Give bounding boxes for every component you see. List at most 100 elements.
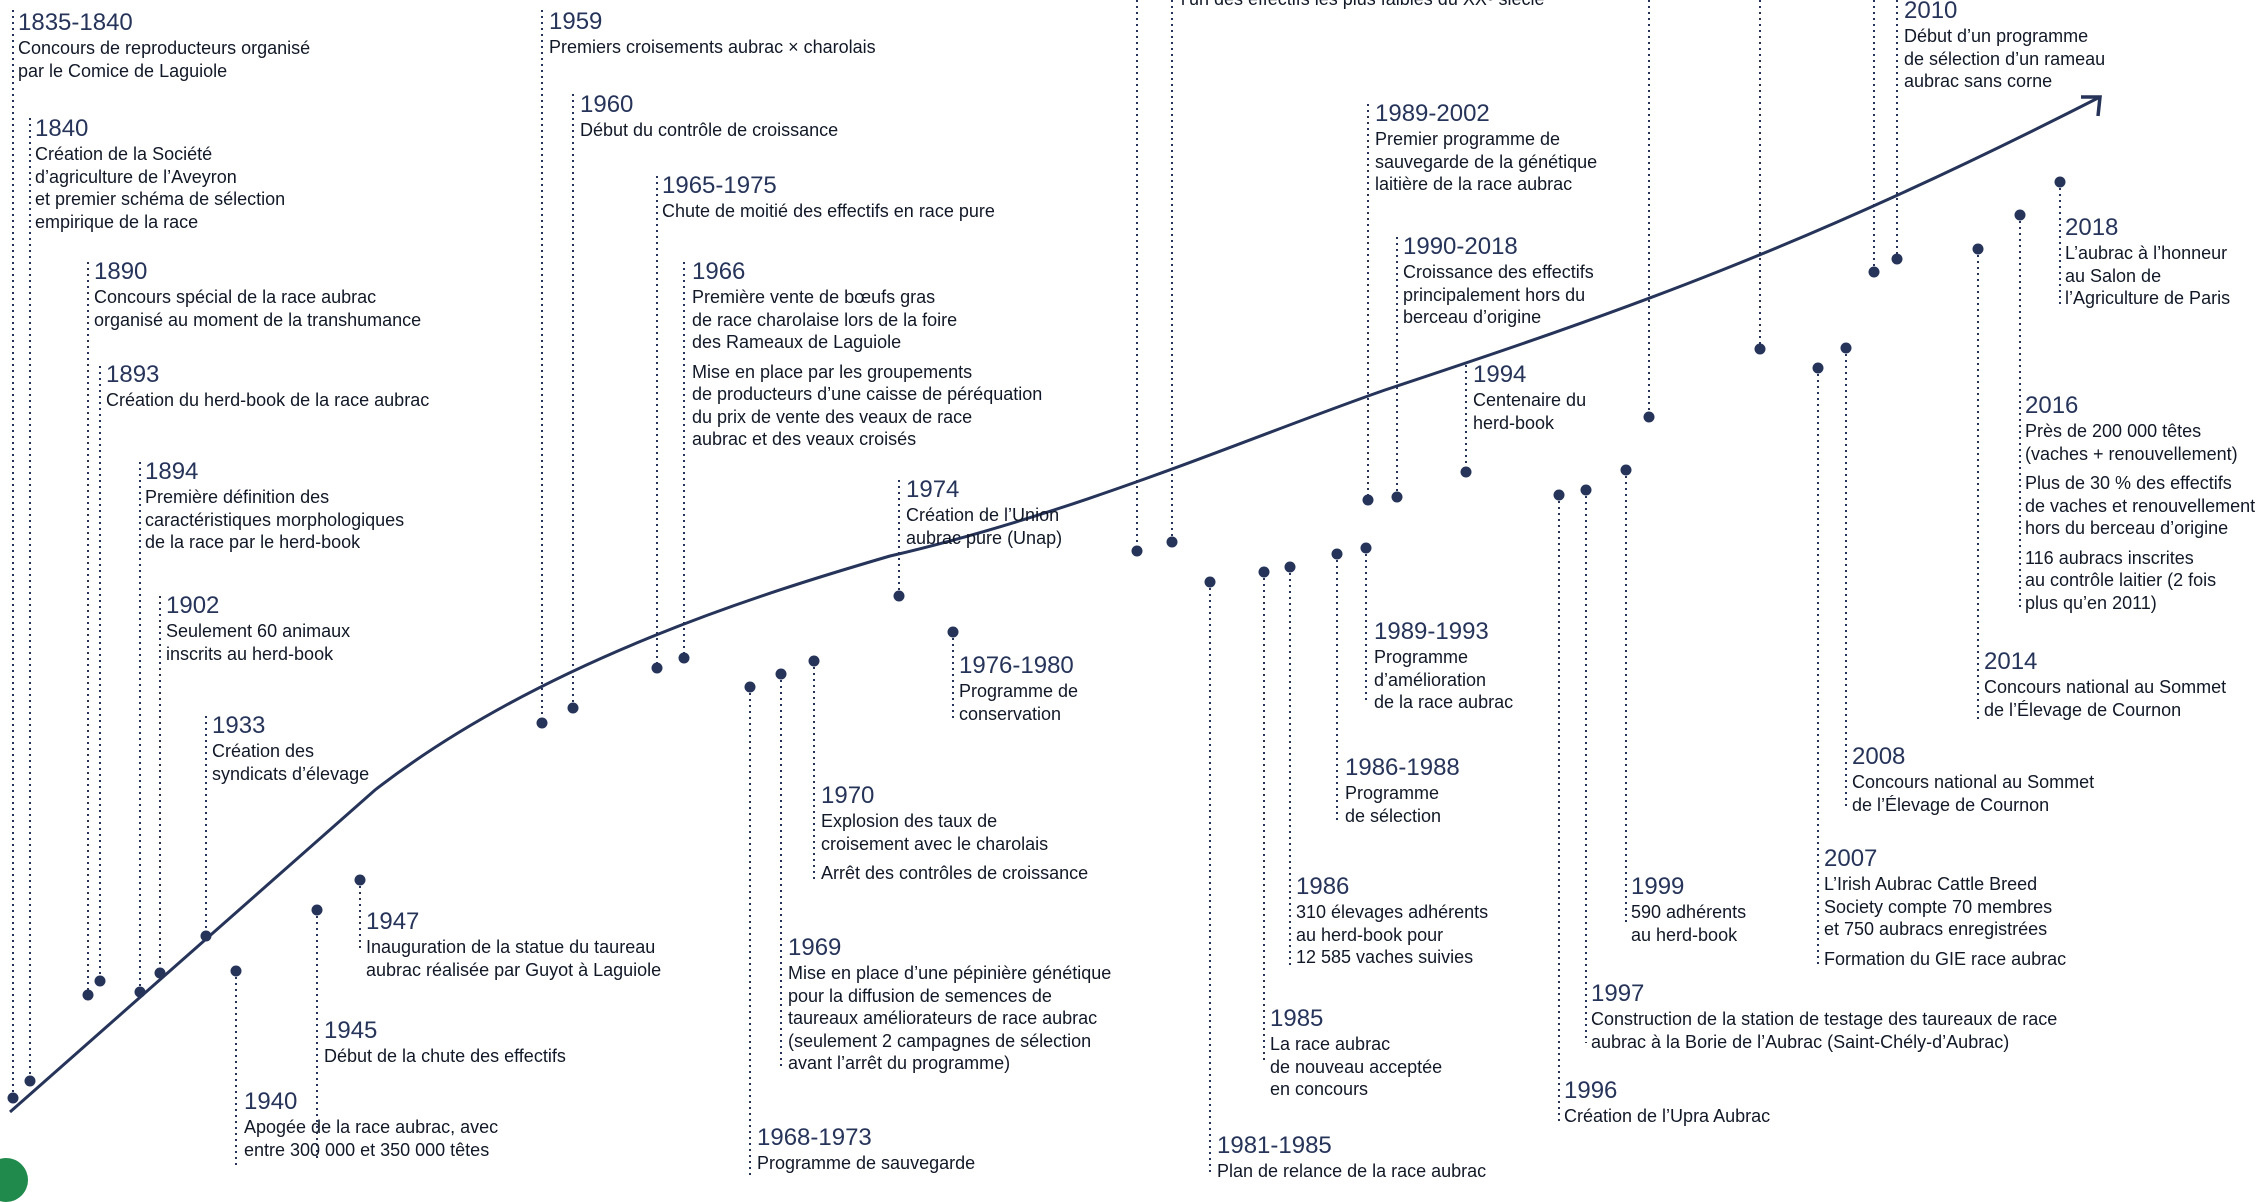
timeline-dot [1258, 566, 1270, 578]
event-text: Création de la Société d’agriculture de … [35, 144, 286, 232]
timeline-event: 1974 Création de l’Union aubrac pure (Un… [906, 476, 1062, 549]
event-year: 1969 [788, 934, 842, 961]
event-text: Concours national au Sommet de l’Élevage… [1984, 677, 2227, 720]
event-year: 1965-1975 [662, 172, 777, 199]
timeline-event: 1969 Mise en place d’une pépinière génét… [788, 934, 1111, 1075]
event-year: 1933 [212, 712, 266, 739]
timeline-dot [651, 662, 663, 674]
event-year: 1894 [145, 458, 199, 485]
event-year: 1835-1840 [18, 9, 133, 36]
event-text: Concours de reproducteurs organisé par l… [18, 38, 311, 81]
timeline-dot [134, 986, 146, 998]
event-text: Création de l’Union aubrac pure (Unap) [906, 505, 1063, 548]
timeline-event: 1976-1980 Programme de conservation [959, 652, 1078, 725]
timeline-event: 1989-1993 Programme d’amélioration de la… [1374, 618, 1513, 714]
timeline-event: 1970 Explosion des taux de croisement av… [821, 782, 1088, 885]
event-year: 1945 [324, 1017, 378, 1044]
timeline-dot [1643, 411, 1655, 423]
event-text: Première définition des caractéristiques… [145, 487, 405, 552]
event-text: Croissance des effectifs principalement … [1403, 262, 1594, 327]
event-year: 1997 [1591, 980, 1645, 1007]
timeline-dot [1812, 362, 1824, 374]
event-year: 1996 [1564, 1077, 1618, 1104]
event-text: Plus de 30 % des effectifs de vaches et … [2025, 473, 2256, 538]
event-year: 1893 [106, 361, 160, 388]
timeline-event: 1894 Première définition des caractérist… [145, 458, 404, 554]
timeline-dot [1360, 542, 1372, 554]
event-text: Seulement 60 animaux inscrits au herd-bo… [166, 621, 351, 664]
event-year: 1986-1988 [1345, 754, 1460, 781]
timeline-dot [567, 702, 579, 714]
event-year: 1970 [821, 782, 875, 809]
timeline-dot [94, 975, 106, 987]
event-text: Début du contrôle de croissance [580, 120, 839, 140]
timeline-event: 2007 L’Irish Aubrac Cattle Breed Society… [1824, 845, 2066, 970]
event-year: 2016 [2025, 392, 2079, 419]
timeline-dot [893, 590, 905, 602]
timeline-dot [1166, 536, 1178, 548]
timeline-dot [200, 930, 212, 942]
timeline-dot [154, 967, 166, 979]
event-year: 1986 [1296, 873, 1350, 900]
event-text: Construction de la station de testage de… [1591, 1009, 2058, 1052]
event-year: 2010 [1904, 0, 1958, 24]
event-text: Inauguration de la statue du taureau aub… [366, 937, 662, 980]
event-year: 1974 [906, 476, 960, 503]
event-text: Près de 200 000 têtes (vaches + renouvel… [2025, 421, 2238, 464]
timeline-event: 1981-1985 Plan de relance de la race aub… [1217, 1132, 1486, 1183]
event-text: L’Irish Aubrac Cattle Breed Society comp… [1824, 874, 2053, 939]
timeline-arrow-icon [2081, 95, 2102, 117]
timeline-dot [1391, 491, 1403, 503]
event-text: Arrêt des contrôles de croissance [821, 863, 1089, 883]
event-year: 1994 [1473, 361, 1527, 388]
timeline-event: 1990-2018 Croissance des effectifs princ… [1403, 233, 1594, 329]
timeline-event: 2018 L’aubrac à l’honneur au Salon de l’… [2065, 214, 2230, 310]
timeline-dot [808, 655, 820, 667]
timeline-curve [9, 95, 2101, 1114]
event-year: 1999 [1631, 873, 1685, 900]
event-year: 1981-1985 [1217, 1132, 1332, 1159]
timeline-dot [24, 1075, 36, 1087]
event-year: 1985 [1270, 1005, 1324, 1032]
event-text: Création de l’Upra Aubrac [1564, 1106, 1771, 1126]
event-text: l’un des effectifs les plus faibles du X… [1181, 0, 1545, 11]
event-year: 1976-1980 [959, 652, 1074, 679]
event-year: 1890 [94, 258, 148, 285]
timeline-dot [354, 874, 366, 886]
event-text: Explosion des taux de croisement avec le… [821, 811, 1049, 854]
timeline-dot [1972, 243, 1984, 255]
timeline-dot [536, 717, 548, 729]
timeline-event: 1933 Création des syndicats d’élevage [212, 712, 369, 785]
timeline-dot [678, 652, 690, 664]
timeline-dot [2014, 209, 2026, 221]
timeline-event: 1902 Seulement 60 animaux inscrits au he… [166, 592, 350, 665]
event-text: Programme de conservation [959, 681, 1079, 724]
timeline-dot [744, 681, 756, 693]
event-text: Mise en place par les groupements de pro… [692, 361, 1043, 450]
event-text: Création du herd-book de la race aubrac [106, 390, 430, 410]
timeline-event: 1840 Création de la Société d’agricultur… [35, 115, 285, 233]
event-text: Début de la chute des effectifs [324, 1046, 566, 1066]
timeline-dot [7, 1092, 19, 1104]
event-text: Programme de sélection [1345, 783, 1442, 826]
timeline-event: 1947 Inauguration de la statue du taurea… [366, 908, 661, 981]
timeline-dot [1891, 253, 1903, 265]
timeline-event: 2008 Concours national au Sommet de l’Él… [1852, 743, 2094, 816]
timeline-event: 1965-1975 Chute de moitié des effectifs … [662, 172, 995, 223]
timeline-dot [1131, 545, 1143, 557]
event-text: Mise en place d’une pépinière génétique … [788, 963, 1112, 1073]
timeline-dot [82, 989, 94, 1001]
event-year: 1966 [692, 258, 746, 285]
event-text: Formation du GIE race aubrac [1824, 948, 2067, 969]
timeline-dot [230, 965, 242, 977]
timeline-event: 1893 Création du herd-book de la race au… [106, 361, 429, 412]
timeline-event: 1959 Premiers croisements aubrac × charo… [549, 8, 876, 59]
event-year: 2008 [1852, 743, 1906, 770]
timeline-dot [1620, 464, 1632, 476]
event-text: Plan de relance de la race aubrac [1217, 1161, 1487, 1181]
timeline-dot [1754, 343, 1766, 355]
event-year: 1947 [366, 908, 420, 935]
event-text: Apogée de la race aubrac, avec entre 300… [244, 1117, 499, 1160]
event-text: Concours national au Sommet de l’Élevage… [1852, 772, 2095, 815]
